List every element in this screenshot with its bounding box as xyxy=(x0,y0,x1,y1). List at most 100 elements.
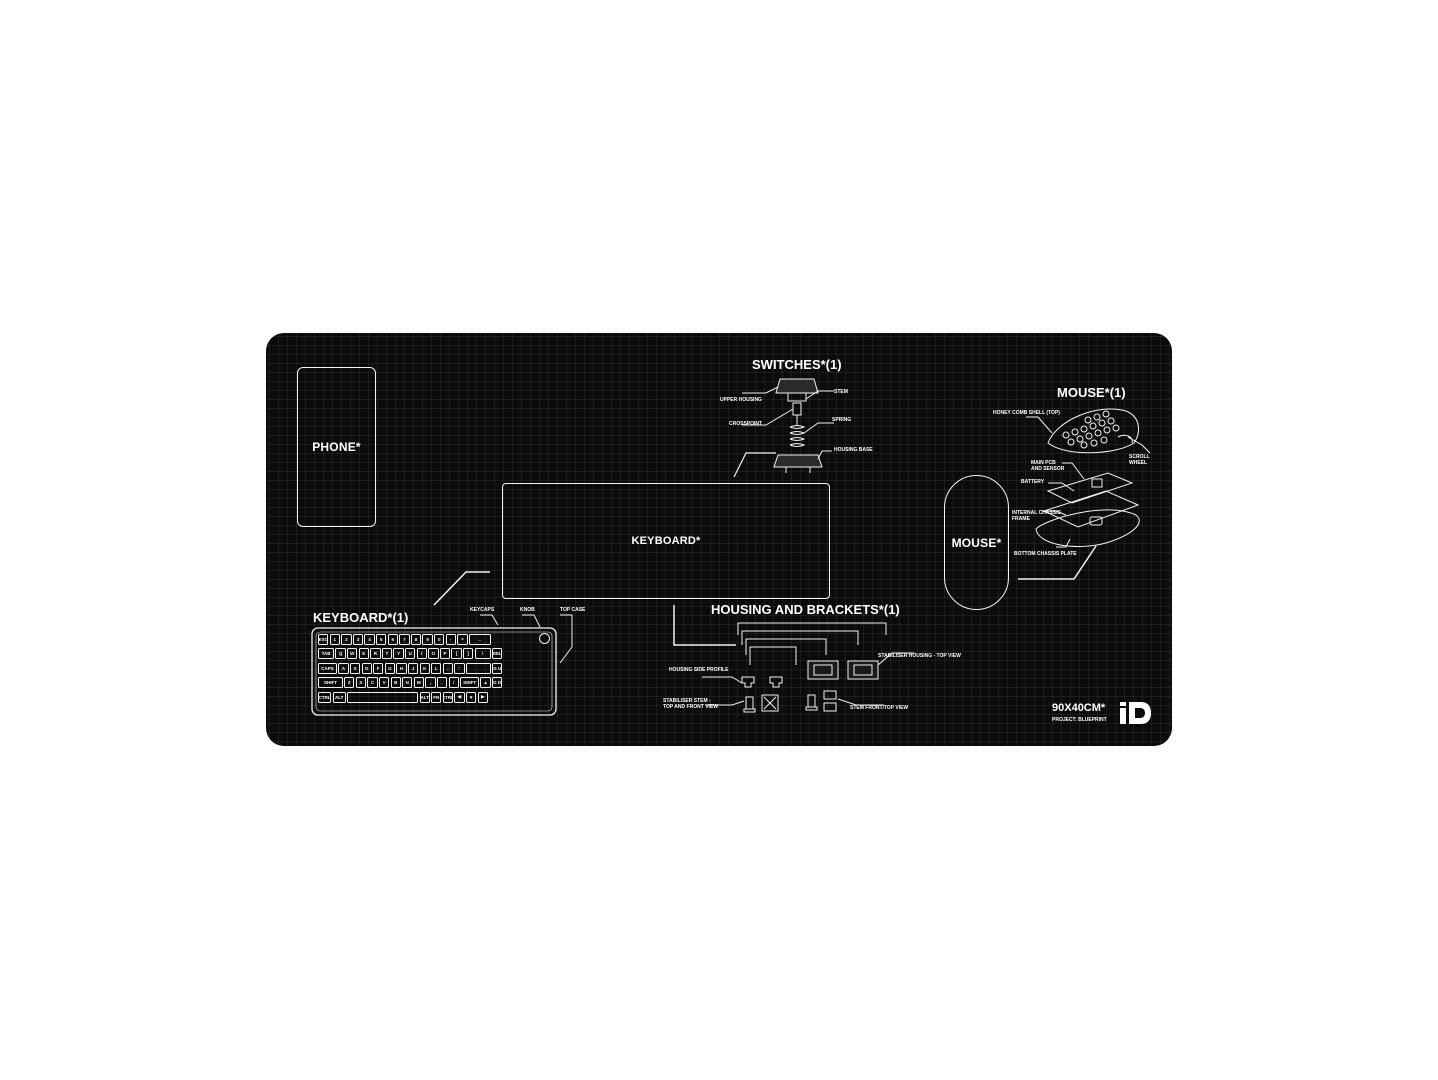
keyboard-key: ] xyxy=(463,648,474,660)
label-stabiliser-housing: STABILISER HOUSING - TOP VIEW xyxy=(878,653,961,659)
mouse-zone: MOUSE* xyxy=(944,475,1009,610)
housing-drawing xyxy=(702,622,914,713)
keyboard-key: SHIFT xyxy=(460,677,480,689)
keyboard-key: 7 xyxy=(399,634,410,645)
keyboard-key: S xyxy=(349,662,361,674)
label-battery: BATTERY xyxy=(1021,479,1045,485)
keyboard-key: SHIFT xyxy=(318,677,343,689)
keyboard-key: [ xyxy=(451,648,462,660)
blueprint-line-art xyxy=(311,378,1151,716)
label-and-sensor: AND SENSOR xyxy=(1031,466,1065,472)
keyboard-key: ▼ xyxy=(465,691,477,703)
keyboard-key: A xyxy=(338,662,349,674)
label-housing-base: HOUSING BASE xyxy=(834,447,873,453)
label-scroll: SCROLL xyxy=(1129,454,1150,460)
keyboard-key: K xyxy=(419,662,430,674)
label-stem: STEM xyxy=(834,389,848,395)
desk-mat: PHONE* KEYBOARD* MOUSE* SWITCHES*(1) MOU… xyxy=(266,333,1172,746)
keyboard-key: ALT xyxy=(419,691,430,703)
keyboard-key: G xyxy=(384,662,396,674)
keyboard-key: X xyxy=(355,677,367,689)
phone-zone: PHONE* xyxy=(297,367,376,527)
keyboard-key: D xyxy=(361,662,372,674)
keyboard-key: B xyxy=(390,677,401,689)
keyboard-key: CAPS xyxy=(318,662,338,674)
keyboard-key: M xyxy=(413,677,425,689)
keyboard-key: FN xyxy=(431,691,442,703)
keyboard-key: TAB xyxy=(318,648,335,660)
label-top-case: TOP CASE xyxy=(560,607,586,613)
keyboard-key: = xyxy=(457,634,468,645)
keyboard-key: . xyxy=(436,677,448,689)
keyboard-key: ' xyxy=(454,662,465,674)
label-upper-housing: UPPER HOUSING xyxy=(720,397,762,403)
keyboard-key: - xyxy=(445,634,456,645)
switches-title: SWITCHES*(1) xyxy=(752,357,842,372)
label-stabiliser-stem-views: TOP AND FRONT VIEW xyxy=(663,704,718,710)
keyboard-key: DEL xyxy=(492,648,503,660)
keyboard-key: E xyxy=(358,648,369,660)
label-keycaps: KEYCAPS xyxy=(470,607,495,613)
keyboard-key: ; xyxy=(442,662,454,674)
keyboard-drawing xyxy=(311,627,557,716)
label-internal-chassis: INTERNAL CHASSIS xyxy=(1012,510,1061,516)
keyboard-key xyxy=(347,691,419,703)
keyboard-key: T xyxy=(381,648,393,660)
project-label: PROJECT: BLUEPRINT xyxy=(1052,717,1107,723)
keyboard-key: Z xyxy=(344,677,355,689)
mouse-zone-label: MOUSE* xyxy=(951,535,1002,550)
keyboard-key: ▲ xyxy=(480,677,491,689)
keyboard-section-title: KEYBOARD*(1) xyxy=(313,610,409,625)
keyboard-knob xyxy=(539,633,550,644)
keyboard-key: 5 xyxy=(376,634,387,645)
keyboard-key: H xyxy=(396,662,407,674)
keyboard-key: F xyxy=(373,662,384,674)
keyboard-key: PG DN xyxy=(492,677,503,689)
keyboard-key: N xyxy=(402,677,413,689)
label-crosspoint: CROSSPOINT xyxy=(729,421,763,427)
keyboard-key: I xyxy=(416,648,427,660)
label-stem-front-top: STEM FRONT/TOP VIEW xyxy=(850,705,909,711)
keyboard-key: 3 xyxy=(352,634,364,645)
keyboard-key: W xyxy=(347,648,358,660)
keyboard-key: 4 xyxy=(364,634,375,645)
keyboard-key: L xyxy=(431,662,442,674)
keyboard-key: \ xyxy=(474,648,491,660)
keyboard-key: CTRL xyxy=(318,691,332,703)
keyboard-key: 9 xyxy=(422,634,433,645)
keyboard-key: / xyxy=(448,677,459,689)
label-stabiliser-stem: STABILISER STEM - xyxy=(663,698,711,704)
keyboard-key: PG UP xyxy=(492,662,503,674)
phone-zone-label: PHONE* xyxy=(312,440,361,454)
keyboard-key: , xyxy=(425,677,436,689)
keyboard-key xyxy=(465,662,491,674)
keyboard-key: 6 xyxy=(387,634,398,645)
keyboard-key: ESC xyxy=(318,634,329,645)
keyboard-key: O xyxy=(428,648,439,660)
label-bottom-chassis-plate: BOTTOM CHASSIS PLATE xyxy=(1014,551,1077,557)
keyboard-key: ALT xyxy=(332,691,346,703)
keyboard-key: ← xyxy=(468,634,491,645)
mouse-section-title: MOUSE*(1) xyxy=(1057,385,1126,400)
label-knob: KNOB xyxy=(520,607,535,613)
keyboard-key: 1 xyxy=(329,634,340,645)
keyboard-key: V xyxy=(378,677,390,689)
keyboard-key: C xyxy=(367,677,378,689)
keyboard-key: ◀ xyxy=(454,691,465,703)
keyboard-key: R xyxy=(370,648,381,660)
keyboard-key: ▶ xyxy=(477,691,488,703)
keyboard-zone: KEYBOARD* xyxy=(502,483,830,599)
brand-logo: ID xyxy=(1119,701,1152,725)
keyboard-zone-label: KEYBOARD* xyxy=(631,535,701,547)
housing-title: HOUSING AND BRACKETS*(1) xyxy=(711,602,900,617)
keyboard-key: 8 xyxy=(410,634,422,645)
label-spring: SPRING xyxy=(832,417,852,423)
label-wheel: WHEEL xyxy=(1129,460,1148,466)
keyboard-key: CTRL xyxy=(442,691,454,703)
label-housing-side-profile: HOUSING SIDE PROFILE xyxy=(669,667,729,673)
keyboard-key: Q xyxy=(335,648,346,660)
size-label: 90X40CM* xyxy=(1052,702,1106,714)
label-main-pcb: MAIN PCB xyxy=(1031,460,1056,466)
label-honeycomb-shell: HONEY COMB SHELL (TOP) xyxy=(993,410,1060,416)
keyboard-key: 2 xyxy=(341,634,352,645)
